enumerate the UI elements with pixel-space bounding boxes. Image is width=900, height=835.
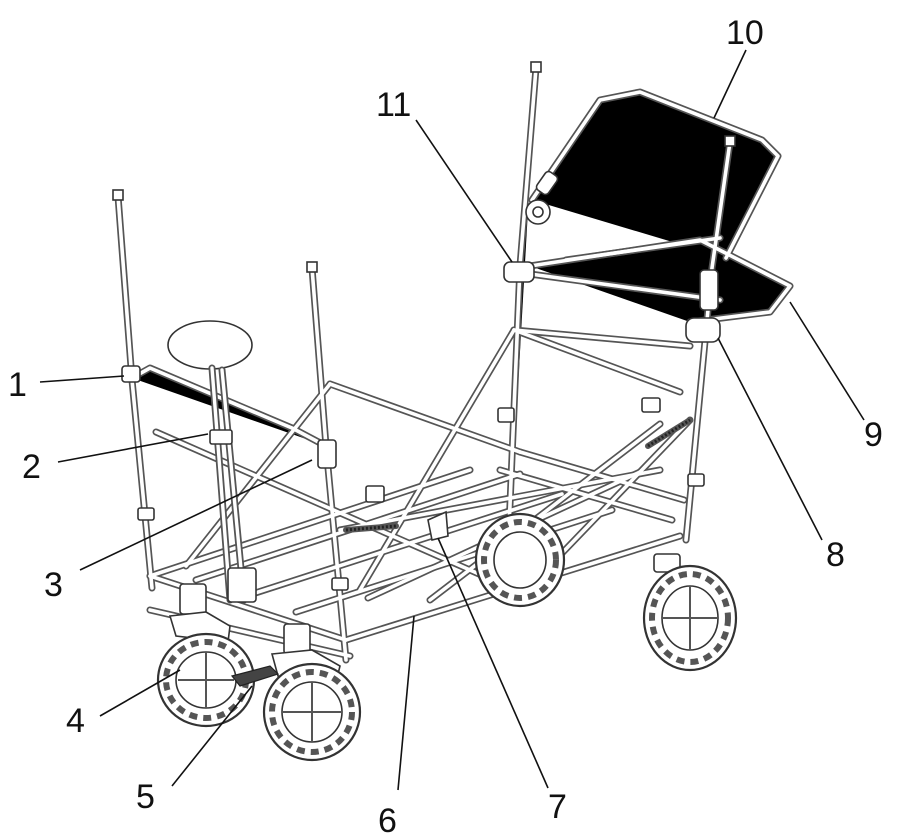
leader-9 [789,301,865,421]
callout-1: 1 [8,366,27,404]
callout-6: 6 [378,802,397,835]
leader-8 [717,337,823,541]
leader-2 [57,433,209,463]
callout-5: 5 [136,778,155,816]
pole-caps [112,61,736,273]
joints [121,170,721,603]
leader-lines [39,49,865,791]
callout-3: 3 [44,566,63,604]
rear-left-wheel [474,512,566,608]
leader-4 [99,669,181,717]
callout-11: 11 [376,86,411,124]
leader-5 [171,685,253,787]
leader-10 [713,49,747,119]
leader-6 [397,615,415,791]
front-left-wheel [156,583,256,728]
callout-labels: 1 2 3 4 5 6 7 8 9 10 11 [8,14,883,835]
callout-2: 2 [22,448,41,486]
brake-pedal [230,665,280,687]
callout-7: 7 [548,788,567,826]
callout-10: 10 [726,14,764,52]
leader-7 [437,537,549,789]
leader-3 [79,459,313,571]
steering-ring [167,320,253,604]
leader-11 [415,119,513,263]
leader-1 [39,375,125,383]
callout-9: 9 [864,416,883,454]
front-right-wheel [262,623,362,762]
rear-right-wheel [642,553,738,672]
callout-8: 8 [826,536,845,574]
callout-4: 4 [66,702,85,740]
